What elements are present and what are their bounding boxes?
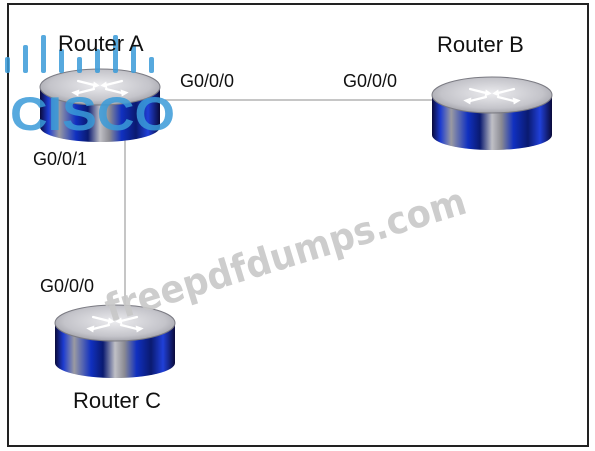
cisco-logo-text: CISCO	[10, 87, 175, 140]
interface-label-a-g001: G0/0/1	[33, 149, 87, 169]
interface-label-c-g000: G0/0/0	[40, 276, 94, 296]
interface-label-a-g000: G0/0/0	[180, 71, 234, 91]
router-a-label: Router A	[58, 31, 144, 56]
interface-label-b-g000: G0/0/0	[343, 71, 397, 91]
router-b-icon	[430, 75, 554, 152]
router-b-label: Router B	[437, 32, 524, 57]
cisco-logo: CISCO	[5, 35, 175, 140]
router-c-label: Router C	[73, 388, 161, 413]
